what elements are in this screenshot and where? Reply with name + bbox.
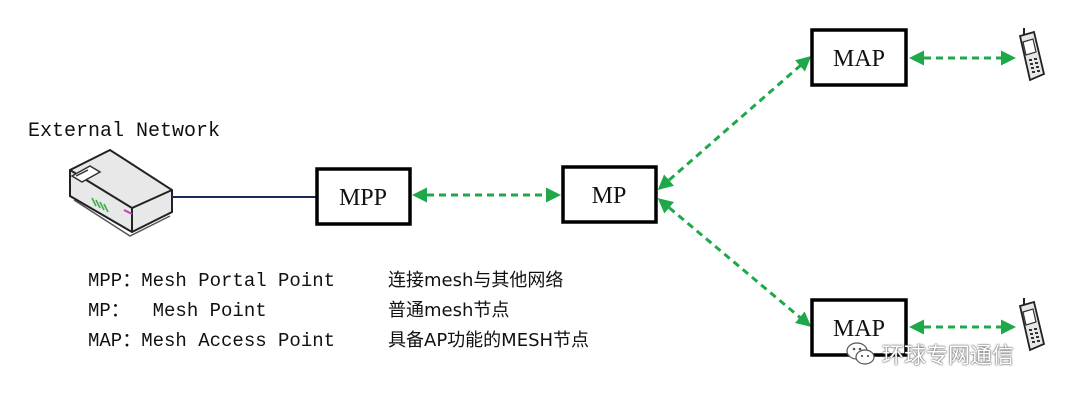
node-mp: MP xyxy=(561,165,658,224)
legend-row: MAP：Mesh Access Point 具备AP功能的MESH节点 xyxy=(88,326,589,356)
wechat-icon xyxy=(846,342,875,365)
legend-desc: 普通mesh节点 xyxy=(388,300,510,321)
node-map-top-label: MAP xyxy=(833,46,885,72)
legend-abbr: MPP：Mesh Portal Point xyxy=(88,270,336,292)
node-mpp-label: MPP xyxy=(339,185,387,211)
legend-abbr: MAP：Mesh Access Point xyxy=(88,330,336,352)
node-mp-label: MP xyxy=(592,183,627,209)
legend-desc: 具备AP功能的MESH节点 xyxy=(388,330,590,351)
node-map-top: MAP xyxy=(810,28,908,87)
mobile-phone-icon xyxy=(1018,298,1046,352)
node-map-bottom-label: MAP xyxy=(833,316,885,342)
router-icon xyxy=(69,148,173,237)
legend: MPP：Mesh Portal Point 连接mesh与其他网络 MP： Me… xyxy=(88,266,589,356)
node-mpp: MPP xyxy=(315,167,412,226)
mobile-phone-icon xyxy=(1018,28,1046,82)
external-network-label: External Network xyxy=(28,120,220,143)
legend-row: MPP：Mesh Portal Point 连接mesh与其他网络 xyxy=(88,266,589,296)
legend-desc: 连接mesh与其他网络 xyxy=(388,270,564,291)
legend-row: MP： Mesh Point 普通mesh节点 xyxy=(88,296,589,326)
legend-abbr: MP： Mesh Point xyxy=(88,300,267,322)
link-mp-map-top xyxy=(657,56,812,190)
watermark: 环球专网通信 xyxy=(846,338,1014,370)
link-mp-map-bottom xyxy=(657,198,812,327)
watermark-text: 环球专网通信 xyxy=(882,344,1015,369)
